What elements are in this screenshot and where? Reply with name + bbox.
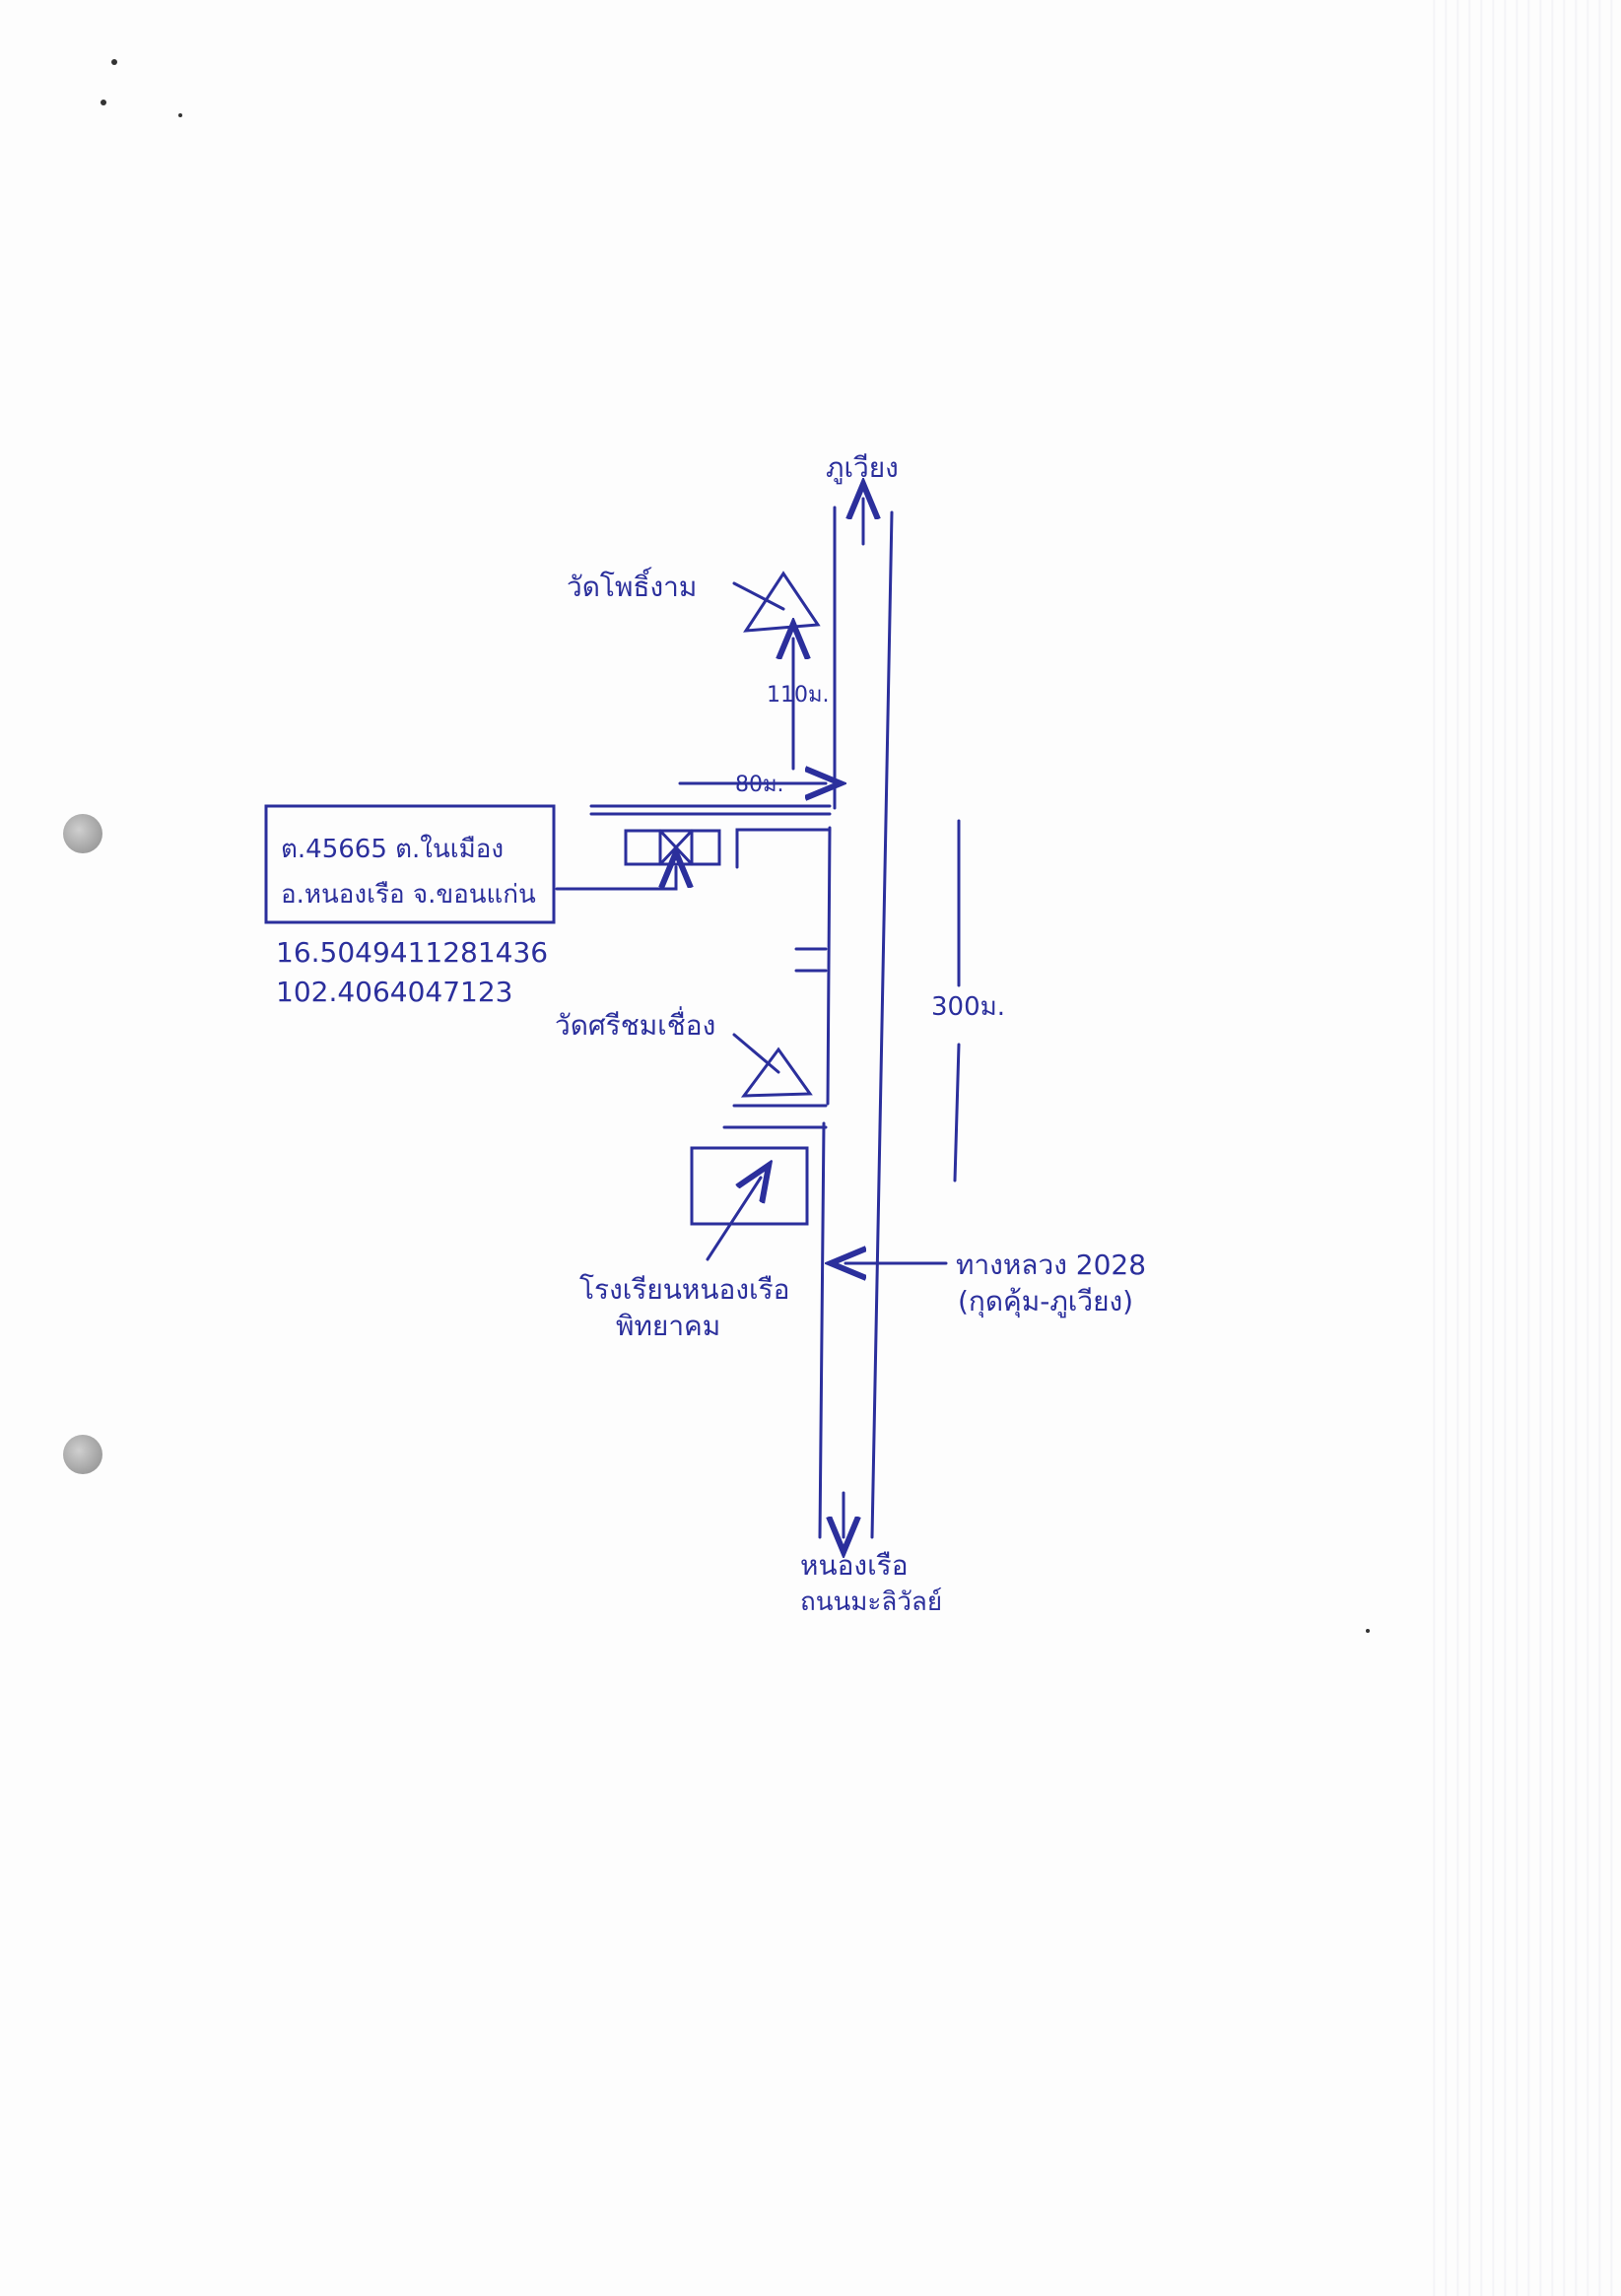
dimension-300-bottom <box>953 1043 961 1182</box>
south-line2-label: ถนนมะลิวัลย์ <box>800 1587 942 1617</box>
road-edge-left-mid <box>826 826 832 1106</box>
scan-speck <box>178 113 182 117</box>
temple-bottom-triangle-icon <box>740 1047 813 1098</box>
punch-hole-top <box>63 814 102 853</box>
distance-80-label: 80ม. <box>735 773 784 797</box>
school-pointer-arrow <box>706 1178 761 1261</box>
distance-300-label: 300ม. <box>931 992 1005 1022</box>
highway-line2-label: (กุดคุ้ม-ภูเวียง) <box>958 1285 1133 1318</box>
house-block <box>624 829 721 866</box>
distance-110-label: 110ม. <box>767 683 830 708</box>
parcel-label-box <box>264 804 556 924</box>
school-line2-label: พิทยาคม <box>616 1310 720 1342</box>
paper-stack-edge <box>1424 0 1621 2296</box>
scan-speck <box>101 100 106 105</box>
road-edge-right <box>870 510 894 1539</box>
road-edge-left-lower <box>818 1121 826 1539</box>
longitude-label: 102.4064047123 <box>276 976 513 1008</box>
north-destination-label: ภูเวียง <box>826 451 899 485</box>
scan-speck <box>1366 1629 1370 1633</box>
temple-bottom-label: วัดศรีชมเชื่อง <box>555 1006 715 1042</box>
parcel-line2-label: อ.หนองเรือ จ.ขอนแก่น <box>281 880 536 910</box>
highway-line1-label: ทางหลวง 2028 <box>956 1249 1146 1281</box>
punch-hole-bottom <box>63 1435 102 1474</box>
temple-bottom-pointer <box>732 1033 780 1074</box>
lot-bracket <box>735 828 832 869</box>
parcel-line1-label: ต.45665 ต.ในเมือง <box>281 835 504 864</box>
latitude-label: 16.5049411281436 <box>276 936 548 969</box>
temple-top-label: วัดโพธิ์งาม <box>567 567 697 603</box>
school-block <box>690 1146 809 1226</box>
south-line1-label: หนองเรือ <box>800 1549 909 1582</box>
temple-top-pointer <box>732 581 785 611</box>
scan-speck <box>111 59 117 65</box>
temple-top-triangle-icon <box>743 571 821 633</box>
parcel-pointer-arrow <box>555 867 676 891</box>
school-line1-label: โรงเรียนหนองเรือ <box>579 1273 789 1306</box>
